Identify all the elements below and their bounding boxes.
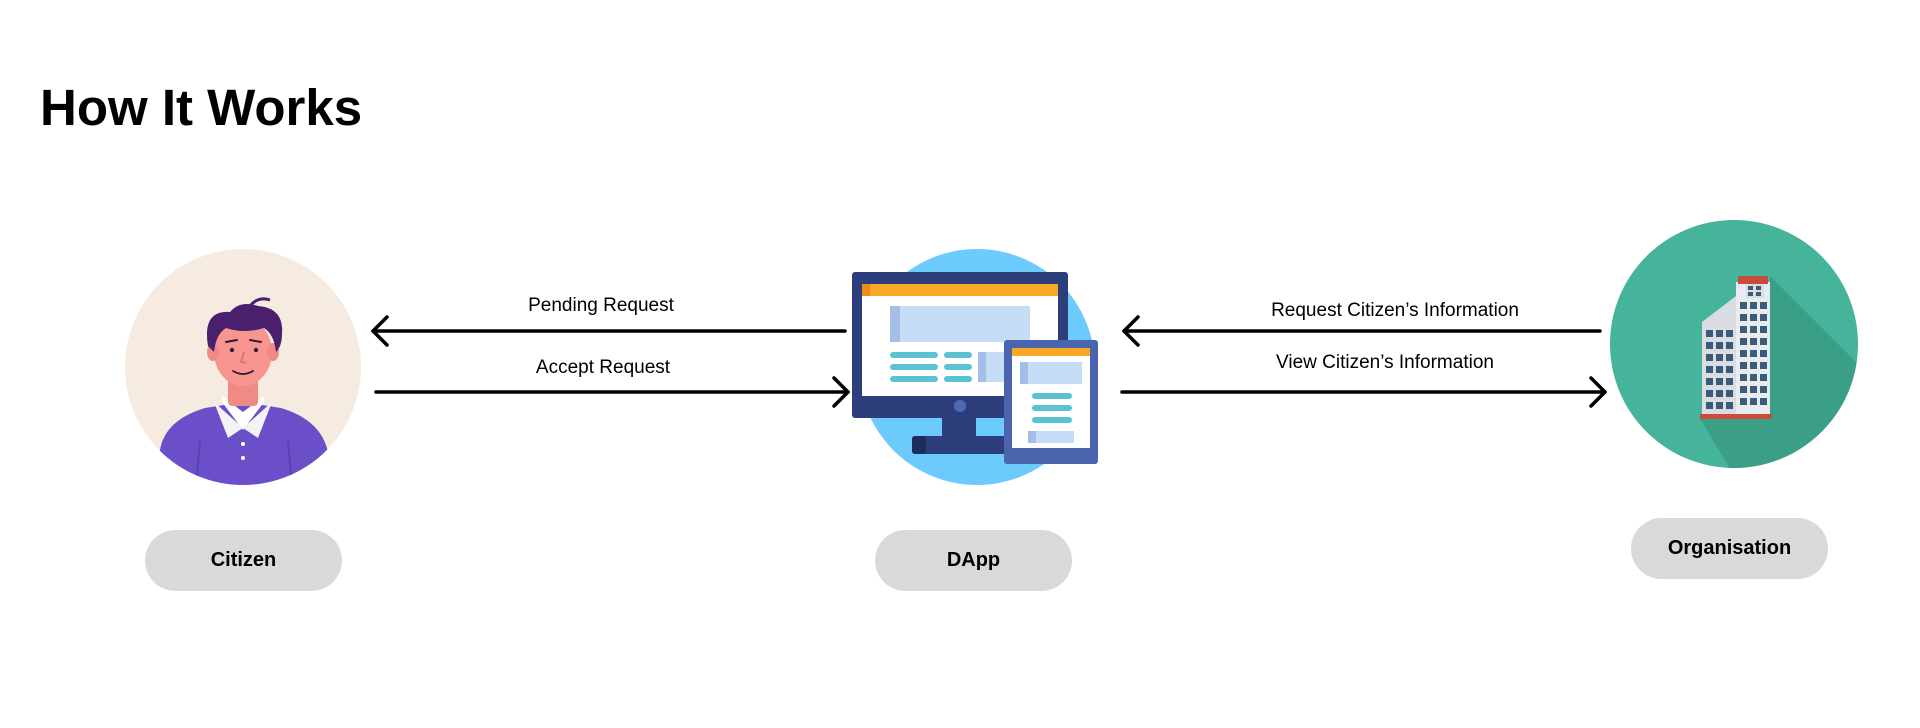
request-info-arrow [1122,315,1602,347]
dapp-pill: DApp [875,530,1072,591]
view-verb: View [1276,352,1317,373]
citizen-pill: Citizen [145,530,342,591]
view-info-arrow [1120,376,1607,408]
dapp-icon [852,249,1098,485]
page-title: How It Works [40,79,363,136]
pending-request-label: Pending Request [528,295,674,316]
organisation-pill: Organisation [1631,518,1828,579]
pending-request-arrow [371,315,847,347]
accept-request-label: Accept Request [535,357,671,378]
request-rest: Citizen’s Information [1347,300,1519,321]
accept-request-arrow [374,376,850,408]
citizen-icon [125,249,361,485]
organisation-icon [1610,220,1858,468]
view-rest: Citizen’s Information [1322,352,1494,373]
view-info-label: View Citizen’s Information [1220,352,1550,374]
request-verb: Request [1271,300,1342,321]
request-info-label: Request Citizen’s Information [1230,300,1560,322]
